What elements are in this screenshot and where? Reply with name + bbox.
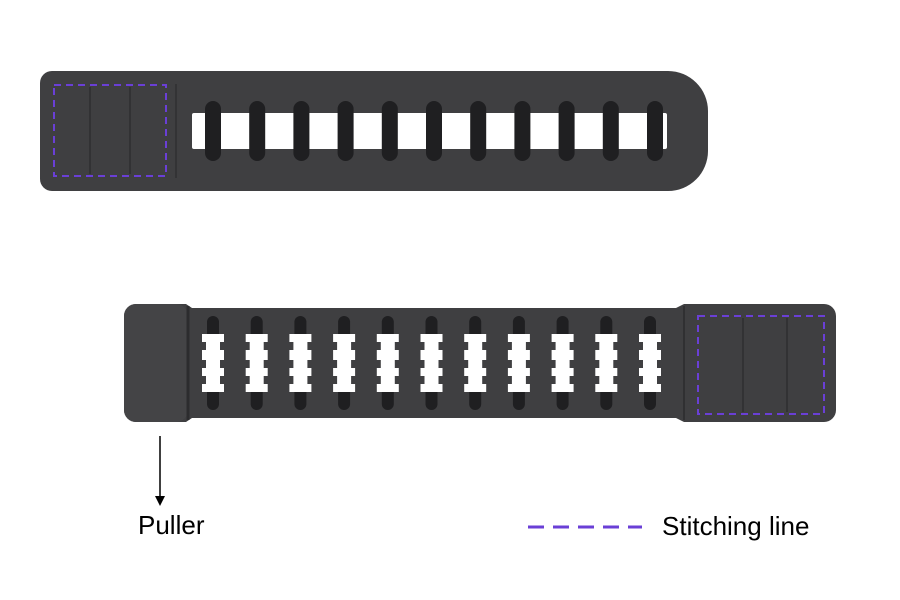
strap-top-ring [249,101,266,161]
strap-bottom [124,304,836,422]
strap-bottom-ring [639,316,661,410]
strap-bottom-ring [245,316,268,410]
strap-bottom-ring [464,316,487,410]
strap-top-stitching-line [53,84,167,177]
strap-top [40,71,708,191]
arrow-head-icon [155,496,165,506]
strap-bottom-ring [376,316,399,410]
puller-label: Puller [138,510,205,540]
puller-tab [124,304,188,422]
strap-bottom-ring [507,316,530,410]
strap-bottom-ring [551,316,574,410]
strap-bottom-ring [289,316,312,410]
strap-top-ring [381,101,398,161]
strap-top-ring [426,101,442,161]
strap-bottom-ring [420,316,443,410]
strap-bottom-ring [595,316,618,410]
strap-bottom-ring [333,316,356,410]
strap-top-ring [647,101,663,161]
strap-top-rings [205,101,663,161]
strap-top-ring [470,101,487,161]
strap-bottom-stitching-line [697,315,825,415]
legend-stitching-line-label: Stitching line [662,511,809,541]
legend: Stitching line [528,511,809,541]
strap-top-ring [293,101,310,161]
strap-bottom-ring [202,316,224,410]
strap-top-ring [602,101,619,161]
strap-top-ring [514,101,531,161]
strap-top-ring [205,101,221,161]
strap-top-ring [558,101,575,161]
strap-top-ring [337,101,354,161]
puller-annotation: Puller [138,436,205,540]
strap-bottom-rings [202,316,661,410]
